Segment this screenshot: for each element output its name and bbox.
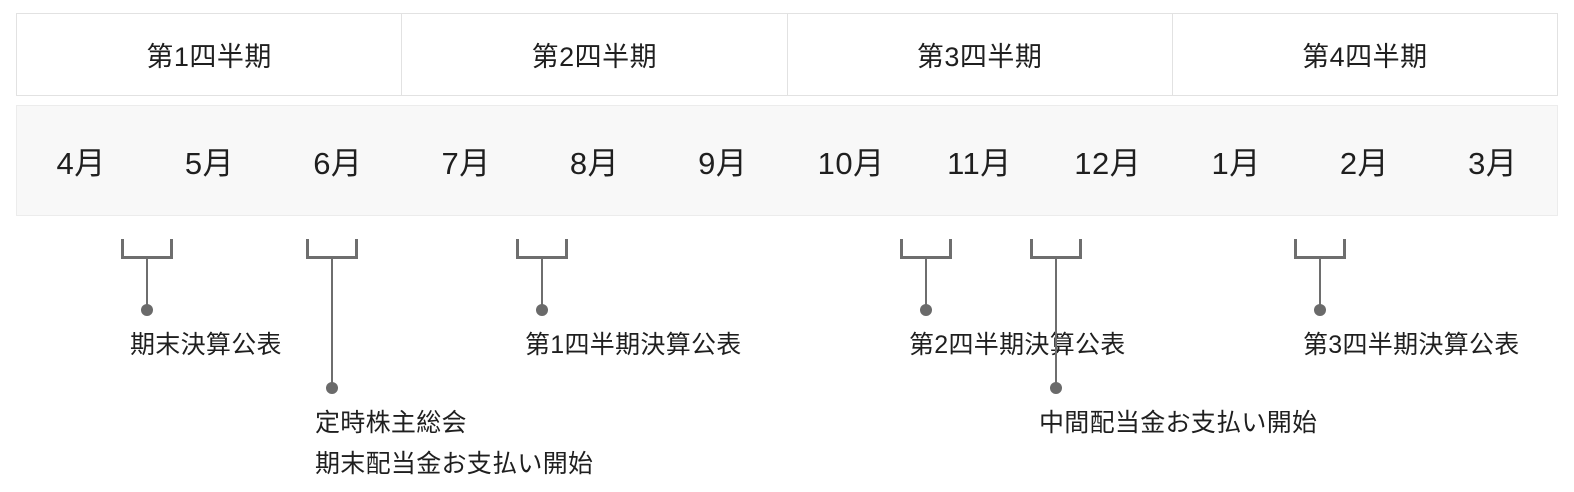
month-cell-12: 12月: [1074, 146, 1142, 181]
month-cell-8: 8月: [569, 146, 620, 181]
bracket-icon: [121, 239, 173, 259]
stem-line: [331, 258, 333, 388]
stem-line: [925, 258, 927, 310]
marker-dot-icon: [920, 304, 932, 316]
quarter-cell-q3: 第3四半期: [788, 14, 1173, 95]
event-label: 第3四半期決算公表: [1303, 331, 1520, 359]
month-cell-2: 2月: [1339, 146, 1390, 181]
month-cell-6: 6月: [313, 146, 363, 181]
month-cell-4: 4月: [56, 146, 106, 181]
bracket-icon: [1294, 239, 1346, 259]
month-cell-5: 5月: [184, 146, 235, 181]
event-label: 第1四半期決算公表: [525, 331, 742, 359]
month-cell-11: 11月: [947, 146, 1012, 181]
quarter-cell-q4: 第4四半期: [1302, 42, 1428, 72]
event-label-secondary: 期末配当金お支払い開始: [315, 450, 594, 478]
bracket-icon: [900, 239, 952, 259]
stem-line: [1319, 258, 1321, 310]
fiscal-calendar: 第1四半期 第2四半期 第3四半期 第4四半期 4月 5月 6月 7月 8月 9…: [16, 13, 1558, 216]
quarter-cell-q2: 第2四半期: [402, 14, 788, 95]
marker-dot-icon: [326, 382, 338, 394]
bracket-icon: [516, 239, 568, 259]
quarter-header-row: 第1四半期 第2四半期 第3四半期 第4四半期: [16, 13, 1558, 96]
month-cell-7: 7月: [441, 146, 491, 181]
month-cell-3: 3月: [1468, 146, 1518, 181]
marker-dot-icon: [1314, 304, 1326, 316]
event-label: 中間配当金お支払い開始: [1039, 409, 1318, 437]
event-label: 定時株主総会: [315, 409, 467, 437]
marker-dot-icon: [141, 304, 153, 316]
bracket-icon: [306, 239, 358, 259]
quarter-cell-q1: 第1四半期: [17, 14, 403, 95]
month-cell-1: 1月: [1211, 146, 1261, 181]
stem-line: [146, 258, 148, 310]
marker-dot-icon: [1050, 382, 1062, 394]
marker-dot-icon: [536, 304, 548, 316]
month-cell-9: 9月: [698, 146, 748, 181]
bracket-icon: [1030, 239, 1082, 259]
month-row: 4月 5月 6月 7月 8月 9月 10月 11月 12月 1月 2月 3月: [16, 105, 1558, 216]
event-label: 第2四半期決算公表: [909, 331, 1126, 359]
month-cell-10: 10月: [817, 146, 885, 181]
stem-line: [541, 258, 543, 310]
event-label: 期末決算公表: [130, 331, 282, 359]
stem-line: [1055, 258, 1057, 388]
